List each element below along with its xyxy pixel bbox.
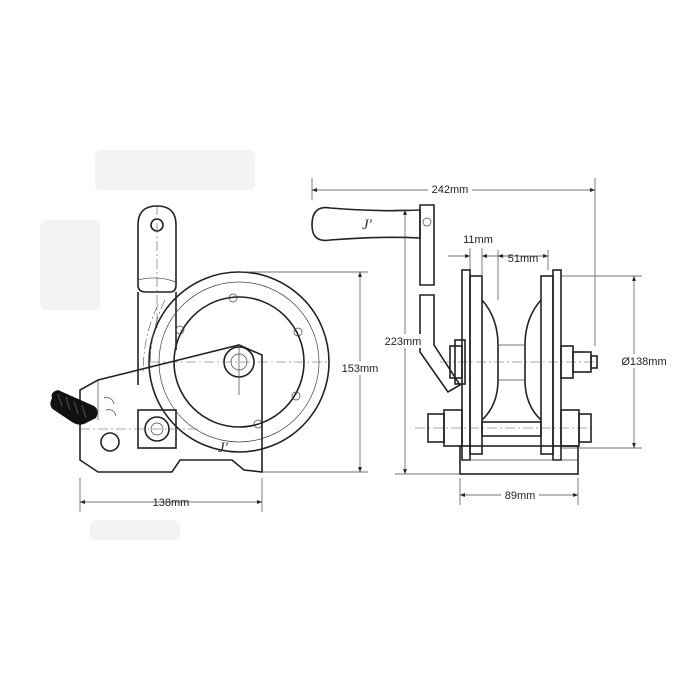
dim-side-height-label: 153mm bbox=[342, 363, 379, 375]
release-grip bbox=[50, 390, 98, 425]
winding-arm bbox=[137, 205, 177, 385]
crank-arm bbox=[419, 204, 462, 394]
dimension-overall-width: 242mm bbox=[311, 178, 596, 346]
gear-housing: J' bbox=[79, 344, 263, 473]
background-watermark bbox=[40, 150, 255, 540]
dimension-base-width: 89mm bbox=[459, 478, 579, 505]
dim-overall-width-label: 242mm bbox=[432, 184, 469, 196]
dim-drum-width-label: 51mm bbox=[508, 253, 539, 265]
side-view: J' 138mm 153mm bbox=[50, 205, 383, 512]
dimension-handle-height: 223mm bbox=[380, 209, 460, 475]
dim-flange-gap-label: 11mm bbox=[463, 234, 493, 246]
brand-logo: J' bbox=[218, 440, 229, 456]
dimension-side-width: 138mm bbox=[79, 478, 263, 512]
dim-handle-height-label: 223mm bbox=[385, 336, 422, 348]
dim-side-width-label: 138mm bbox=[153, 497, 190, 509]
handle-grip: J' bbox=[311, 206, 421, 242]
dimension-side-height: 153mm bbox=[239, 271, 383, 473]
front-view: J' bbox=[311, 178, 672, 505]
dim-drum-diameter-label: Ø138mm bbox=[621, 356, 666, 368]
upper-shaft bbox=[449, 339, 598, 385]
drum-assembly bbox=[415, 269, 595, 461]
dimension-flange-gap: 11mm bbox=[448, 234, 504, 276]
dimension-drum-diameter: Ø138mm bbox=[561, 275, 672, 449]
dimension-drum-width: 51mm bbox=[497, 250, 549, 300]
dim-base-width-label: 89mm bbox=[505, 490, 536, 502]
grip-logo: J' bbox=[362, 217, 373, 233]
base-plate bbox=[459, 445, 579, 475]
